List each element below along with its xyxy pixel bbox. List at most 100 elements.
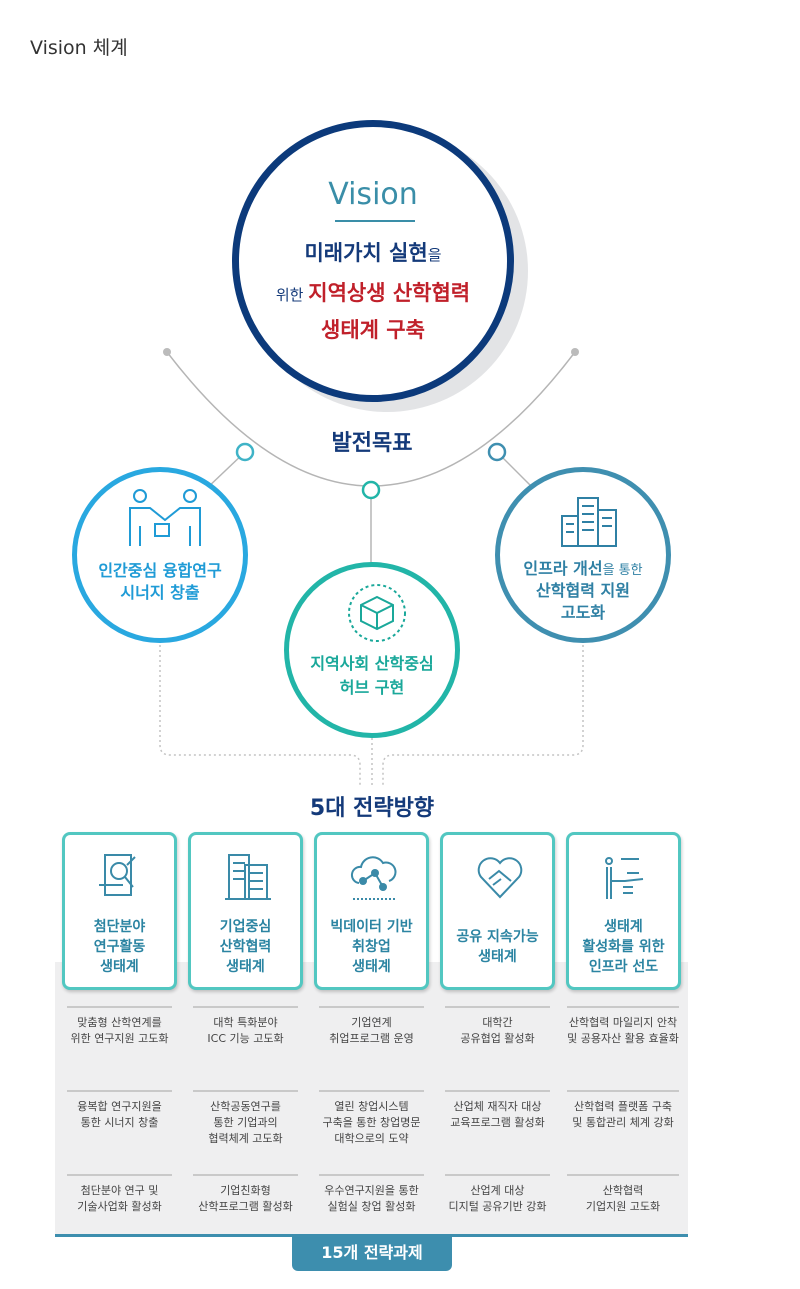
city-buildings-icon <box>561 497 617 547</box>
task-text: 열린 창업시스템 <box>334 1100 409 1113</box>
task-text: 산학협력 플랫폼 구축 <box>573 1100 673 1113</box>
tasks-baseline <box>55 1234 688 1237</box>
task-text: 기업연계 <box>351 1016 392 1029</box>
research-scroll-icon <box>99 854 136 896</box>
task-text: 교육프로그램 활성화 <box>450 1116 545 1129</box>
strategy-text: 활성화를 위한 <box>582 939 665 955</box>
goals-heading: 발전목표 <box>331 431 413 456</box>
task-text: 첨단분야 연구 및 <box>80 1184 159 1197</box>
vision-text: 미래가치 실현 <box>304 241 428 265</box>
task-text: 산학프로그램 활성화 <box>198 1200 293 1213</box>
strategy-text: 기업중심 <box>219 919 272 935</box>
tasks-badge: 15개 전략과제 <box>292 1237 452 1271</box>
goal-text: 산학협력 지원 <box>536 581 630 600</box>
task-text: 대학으로의 도약 <box>334 1132 409 1145</box>
task-text: 기술사업화 활성화 <box>77 1200 162 1213</box>
strategy-text: 연구활동 <box>93 939 146 955</box>
node-dot <box>361 480 381 500</box>
task-text: 취업프로그램 운영 <box>329 1032 414 1045</box>
task-text: 협력체계 고도화 <box>208 1132 283 1145</box>
goal-text: 지역사회 산학중심 <box>310 654 434 673</box>
task-text: 산학공동연구를 <box>210 1100 281 1113</box>
vision-text: 지역상생 산학협력 <box>308 281 471 305</box>
vision-label: Vision <box>328 177 418 212</box>
strategy-text: 인프라 선도 <box>588 959 659 975</box>
strategic-task: 대학 특화분야 ICC 기능 고도화 <box>193 1006 298 1047</box>
heart-handshake-icon <box>477 857 523 899</box>
vision-circle: Vision 미래가치 실현을 위한 지역상생 산학협력 생태계 구축 <box>232 120 514 402</box>
divider <box>335 220 415 222</box>
task-text: 디지털 공유기반 강화 <box>448 1200 547 1213</box>
node-dot <box>235 442 255 462</box>
task-text: 융복합 연구지원을 <box>77 1100 162 1113</box>
goal-text: 인간중심 융합연구 <box>98 561 222 580</box>
task-text: 산학협력 <box>602 1184 644 1197</box>
task-text: 산업체 재직자 대상 <box>453 1100 542 1113</box>
task-text: 기업지원 고도화 <box>585 1200 661 1213</box>
strategies-heading: 5대 전략방향 <box>309 796 435 821</box>
task-text: 통한 기업과의 <box>213 1116 278 1129</box>
goal-text: 을 통한 <box>602 563 643 578</box>
task-text: 위한 연구지원 고도화 <box>70 1032 169 1045</box>
goal-text: 고도화 <box>560 603 606 622</box>
office-building-icon <box>225 854 271 900</box>
goal-2: 지역사회 산학중심 허브 구현 <box>284 562 460 738</box>
goal-text: 인프라 개선 <box>523 559 603 578</box>
task-text: 통한 시너지 창출 <box>80 1116 159 1129</box>
strategy-text: 산학협력 <box>219 939 272 955</box>
vision-text: 위한 <box>275 286 309 304</box>
task-text: ICC 기능 고도화 <box>207 1032 284 1045</box>
strategy-text: 생태계 <box>226 959 265 975</box>
task-text: 산학협력 마일리지 안착 <box>568 1016 678 1029</box>
strategy-text: 생태계 <box>352 959 391 975</box>
goal-text: 허브 구현 <box>339 678 405 697</box>
strategy-text: 취창업 <box>352 939 391 955</box>
strategy-text: 생태계 <box>100 959 139 975</box>
task-text: 실험실 창업 활성화 <box>327 1200 416 1213</box>
task-text: 공유협업 활성화 <box>460 1032 535 1045</box>
task-text: 구축을 통한 창업명문 <box>322 1116 421 1129</box>
task-text: 대학간 <box>482 1016 513 1029</box>
vision-text: 생태계 구축 <box>321 318 425 342</box>
handshake-people-icon <box>129 489 201 546</box>
task-text: 우수연구지원을 통한 <box>324 1184 419 1197</box>
node-dot <box>487 442 507 462</box>
goal-1: 인간중심 융합연구 시너지 창출 <box>72 467 248 643</box>
cube-hub-icon <box>348 584 406 642</box>
pointing-hand-icon <box>605 857 644 899</box>
task-text: 산업계 대상 <box>470 1184 525 1197</box>
vision-text: 을 <box>427 246 442 264</box>
strategy-text: 생태계 <box>604 919 643 935</box>
strategy-text: 공유 지속가능 <box>456 929 539 945</box>
task-text: 및 통합관리 체계 강화 <box>572 1116 674 1129</box>
task-text: 기업친화형 <box>220 1184 271 1197</box>
task-text: 및 공용자산 활용 효율화 <box>567 1032 679 1045</box>
strategy-text: 빅데이터 기반 <box>330 919 413 935</box>
task-text: 맞춤형 산학연계를 <box>77 1016 162 1029</box>
strategy-text: 생태계 <box>478 949 517 965</box>
goal-3: 인프라 개선을 통한 산학협력 지원 고도화 <box>495 467 671 643</box>
cloud-network-icon <box>350 856 397 900</box>
page-title: Vision 체계 <box>30 37 128 59</box>
goal-text: 시너지 창출 <box>120 583 200 602</box>
task-text: 대학 특화분야 <box>213 1016 278 1029</box>
